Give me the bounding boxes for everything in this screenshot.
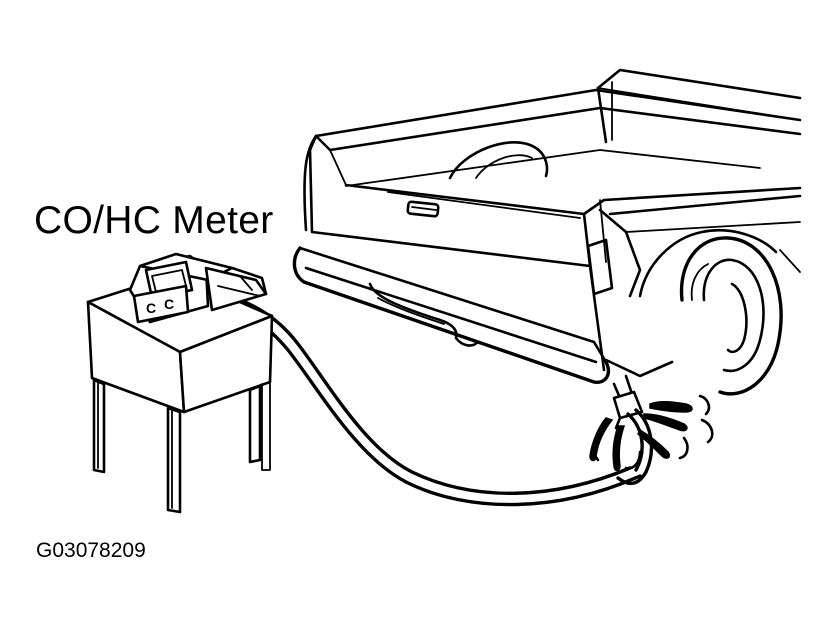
figure-code: G03078209 [36, 539, 146, 562]
meter-button-left: C [146, 300, 156, 316]
meter-button-right: C [164, 296, 174, 312]
meter-label: CO/HC Meter [34, 199, 274, 242]
pickup-truck-rear-illustration [294, 70, 800, 398]
exhaust-smoke-icon [590, 396, 712, 471]
sample-hose [226, 298, 651, 505]
meter-stand-illustration: C C [88, 254, 272, 512]
